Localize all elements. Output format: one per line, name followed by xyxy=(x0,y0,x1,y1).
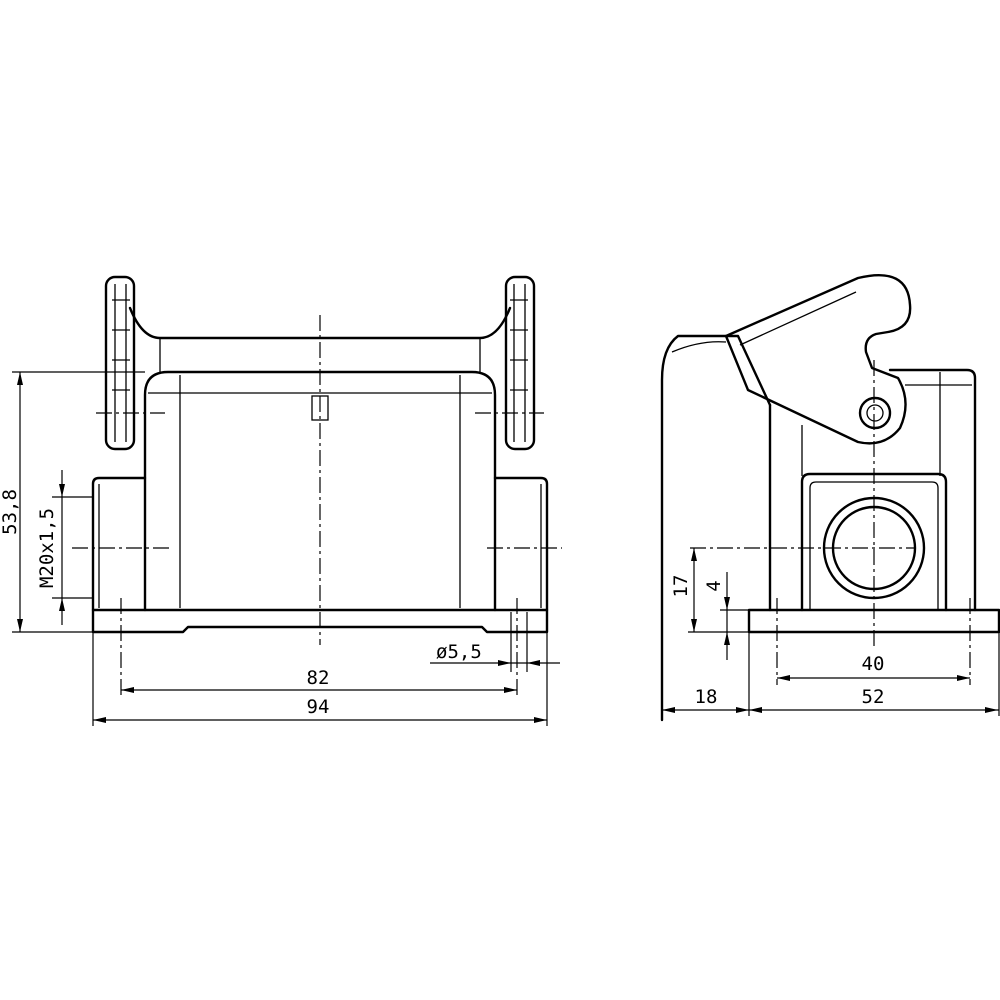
dim-side-width-label: 52 xyxy=(862,686,885,708)
dim-width-arrow-right xyxy=(534,717,547,723)
front-right-boss xyxy=(493,476,549,612)
side-lever-inner xyxy=(739,291,857,346)
dim-axis-label: 17 xyxy=(670,575,692,598)
dim-offset-arrow-right xyxy=(736,707,749,713)
dim-thread-arrow-top xyxy=(59,484,65,497)
dim-spacing-arrow-left xyxy=(121,687,134,693)
dim-spacing-arrow-right xyxy=(504,687,517,693)
dim-base-arrow-top xyxy=(724,597,730,610)
dim-height-arrow-top xyxy=(17,372,23,385)
side-pivot-outer xyxy=(858,396,892,430)
front-base-plate xyxy=(91,608,549,634)
front-right-lever-detail xyxy=(510,299,528,391)
side-dimensions: 17 4 40 18 52 xyxy=(662,548,1000,716)
dim-thread-arrow-bottom xyxy=(59,598,65,611)
front-left-boss xyxy=(91,476,147,612)
dim-side-width-arrow-right xyxy=(985,707,998,713)
dim-offset-arrow-left xyxy=(662,707,675,713)
side-pivot-inner xyxy=(866,404,884,422)
front-dimensions: 53,8 M20x1,5 ø5,5 82 94 xyxy=(0,371,560,726)
dim-height-label: 53,8 xyxy=(0,489,21,535)
dim-thread-label: M20x1,5 xyxy=(36,508,58,588)
dim-hole-arrow-left xyxy=(498,660,511,666)
front-view xyxy=(72,275,562,695)
dim-base-label: 4 xyxy=(703,580,725,591)
dim-side-spacing-label: 40 xyxy=(862,653,885,675)
dim-offset-label: 18 xyxy=(695,686,718,708)
dim-side-spacing-arrow-right xyxy=(957,675,970,681)
dim-width-arrow-left xyxy=(93,717,106,723)
dim-hole-label: ø5,5 xyxy=(436,641,482,663)
dim-base-arrow-bottom xyxy=(724,632,730,645)
dim-side-spacing-arrow-left xyxy=(777,675,790,681)
dim-width-label: 94 xyxy=(307,696,330,718)
dim-height-arrow-bottom xyxy=(17,619,23,632)
front-left-lever-detail xyxy=(112,299,130,391)
dim-hole-arrow-right xyxy=(527,660,540,666)
front-left-lever xyxy=(104,275,136,451)
side-housing-body xyxy=(768,368,977,612)
side-cover-lip xyxy=(671,341,727,353)
side-view xyxy=(660,273,1000,722)
dim-axis-arrow-top xyxy=(691,548,697,561)
dim-side-width-arrow-left xyxy=(749,707,762,713)
dim-axis-arrow-bottom xyxy=(691,619,697,632)
dim-spacing-label: 82 xyxy=(307,667,330,689)
side-cover-profile xyxy=(660,334,772,722)
side-locking-lever xyxy=(724,273,912,445)
front-right-lever xyxy=(504,275,536,451)
